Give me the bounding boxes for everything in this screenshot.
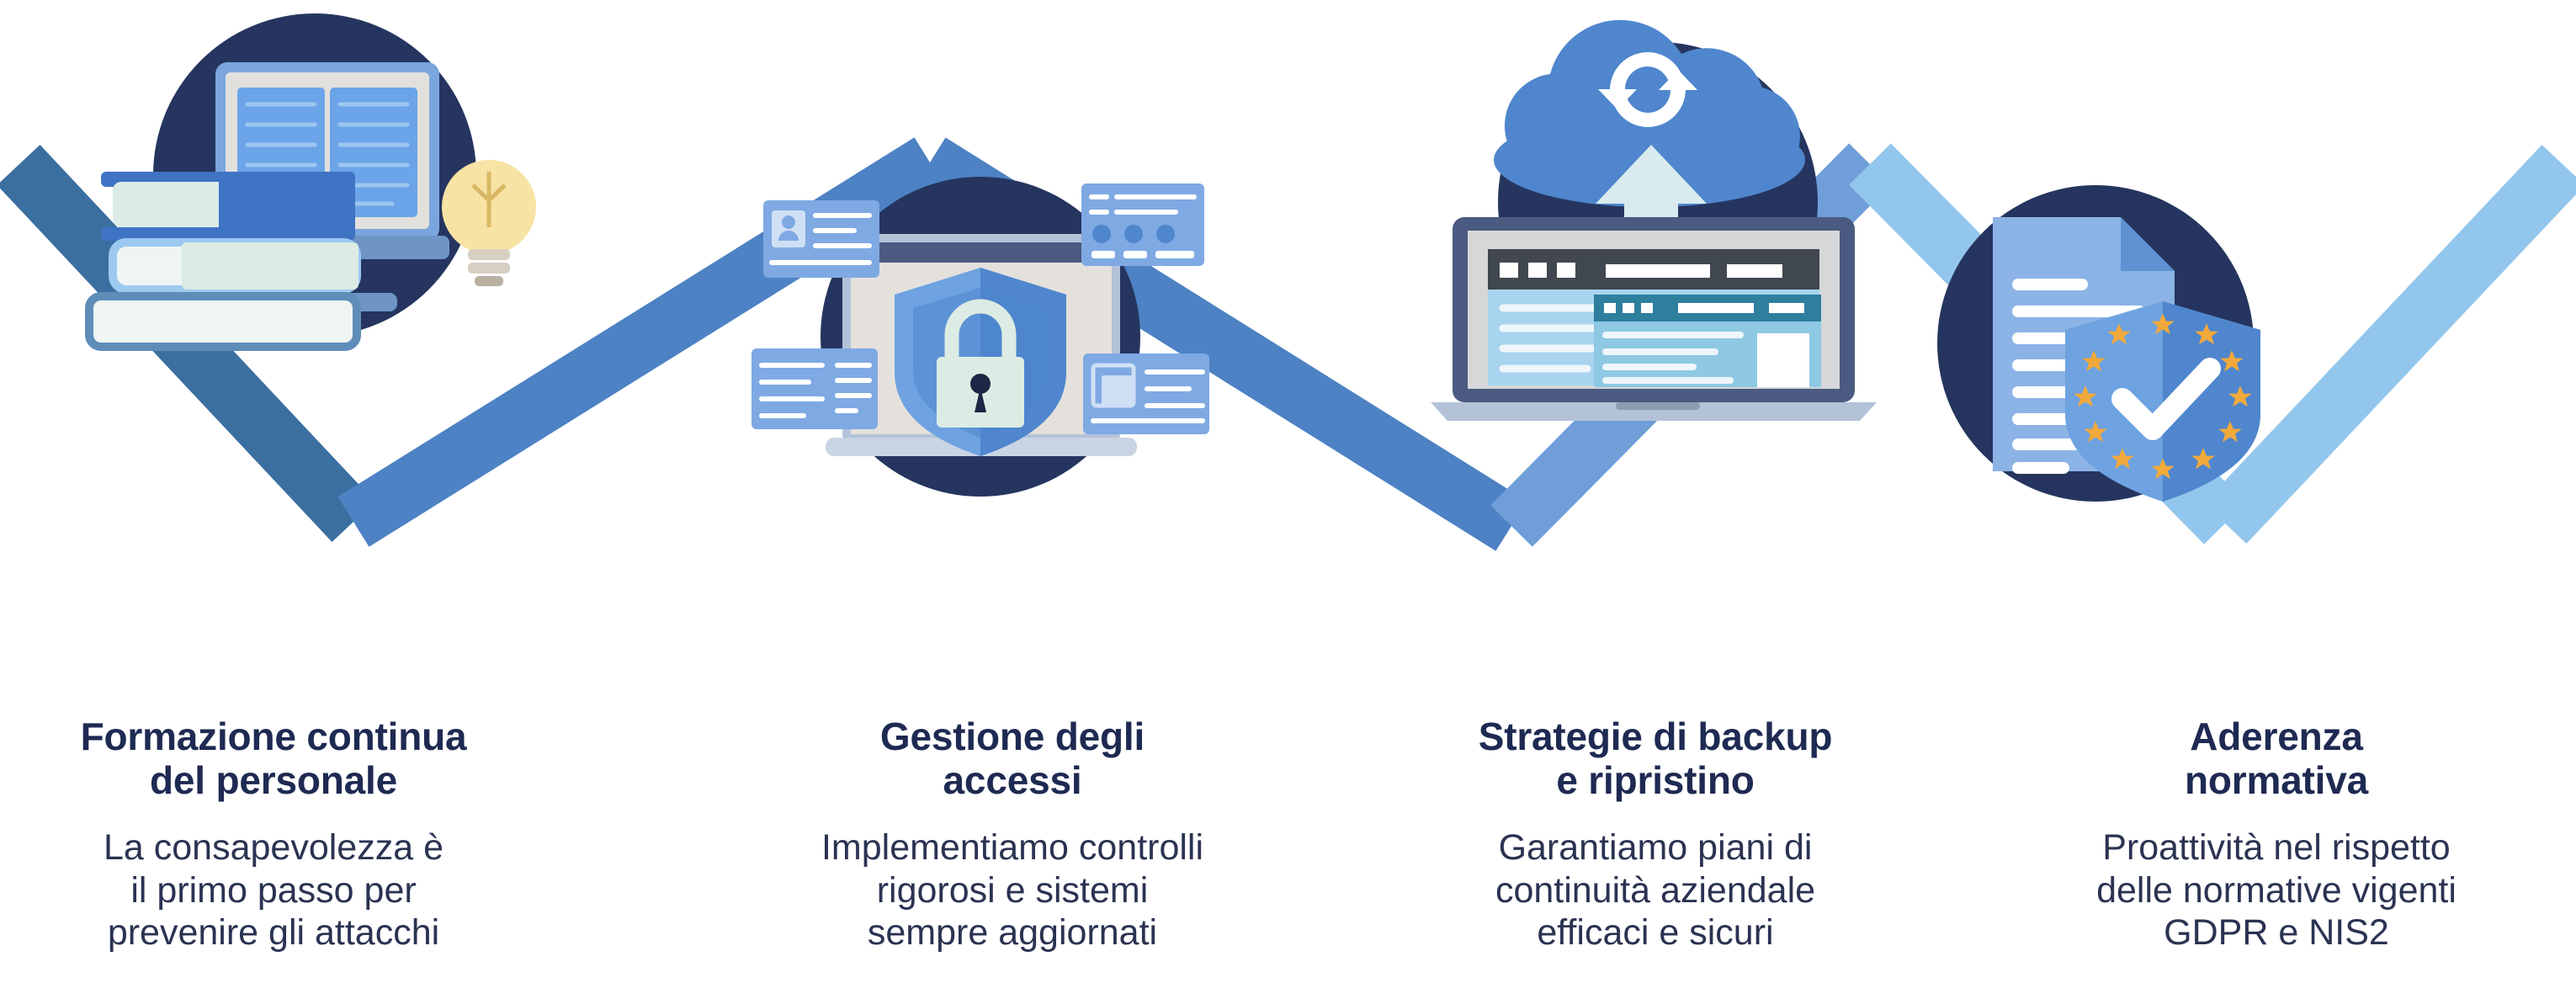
step-3-title-line-1: Strategie di backup bbox=[1478, 715, 1833, 758]
step-3-body-line-2: continuità aziendale bbox=[1495, 869, 1816, 911]
step-2-description: Implementiamo controlli rigorosi e siste… bbox=[718, 826, 1307, 954]
step-4-body-line-1: Proattività nel rispetto bbox=[2102, 826, 2451, 868]
step-1-text-block: Formazione continua del personale La con… bbox=[0, 715, 568, 954]
step-4-title: Aderenza normativa bbox=[1982, 715, 2571, 803]
step-4-text-block: Aderenza normativa Proattività nel rispe… bbox=[1982, 715, 2571, 954]
step-1-body-line-2: il primo passo per bbox=[130, 869, 417, 911]
illustration-training bbox=[85, 13, 536, 351]
floating-card-top-left bbox=[763, 200, 879, 278]
step-4-body-line-3: GDPR e NIS2 bbox=[2164, 912, 2389, 954]
books-stack-icon bbox=[85, 172, 361, 351]
step-2-title-line-1: Gestione degli bbox=[879, 715, 1145, 758]
lightbulb-icon bbox=[442, 160, 536, 286]
step-3-body-line-3: efficaci e sicuri bbox=[1537, 912, 1774, 954]
illustration-backup-restore bbox=[1431, 19, 1877, 421]
step-2-title: Gestione degli accessi bbox=[718, 715, 1307, 803]
step-1-title: Formazione continua del personale bbox=[0, 715, 568, 803]
step-4-title-line-2: normativa bbox=[2184, 757, 2369, 802]
step-2-text-block: Gestione degli accessi Implementiamo con… bbox=[718, 715, 1307, 954]
eu-compliance-shield-icon bbox=[2065, 301, 2260, 502]
step-1-body-line-3: prevenire gli attacchi bbox=[107, 912, 440, 954]
zig-segment-6 bbox=[2203, 144, 2576, 545]
eu-stars-group bbox=[2074, 313, 2252, 480]
step-1-body-line-1: La consapevolezza è bbox=[103, 826, 443, 868]
step-1-description: La consapevolezza è il primo passo per p… bbox=[0, 826, 568, 954]
floating-card-bottom-left bbox=[752, 348, 878, 429]
upload-arrow-icon bbox=[1596, 145, 1707, 261]
illustration-regulatory-compliance bbox=[1937, 185, 2260, 502]
step-3-description: Garantiamo piani di continuità aziendale… bbox=[1361, 826, 1950, 954]
floating-card-bottom-right bbox=[1083, 353, 1209, 434]
step-3-title: Strategie di backup e ripristino bbox=[1361, 715, 1950, 803]
step-1-title-line-1: Formazione continua bbox=[80, 715, 467, 758]
illustration-access-management bbox=[752, 177, 1209, 497]
step-4-body-line-2: delle normative vigenti bbox=[2096, 869, 2456, 911]
step-2-body-line-1: Implementiamo controlli bbox=[821, 826, 1204, 868]
floating-card-top-right bbox=[1081, 183, 1204, 266]
checkmark-icon bbox=[2111, 358, 2221, 440]
sync-arrows-icon bbox=[1598, 51, 1697, 127]
step-2-body-line-2: rigorosi e sistemi bbox=[876, 869, 1149, 911]
step-3-body-line-1: Garantiamo piani di bbox=[1498, 826, 1813, 868]
cloud-sync-icon bbox=[1494, 19, 1805, 261]
step-4-title-line-1: Aderenza bbox=[2190, 715, 2363, 758]
step-1-title-line-2: del personale bbox=[150, 757, 397, 802]
laptop-browser-icon bbox=[1431, 217, 1877, 421]
step-3-text-block: Strategie di backup e ripristino Garanti… bbox=[1361, 715, 1950, 954]
shield-padlock-icon bbox=[895, 268, 1066, 456]
step-4-description: Proattività nel rispetto delle normative… bbox=[1982, 826, 2571, 954]
step-2-body-line-3: sempre aggiornati bbox=[867, 912, 1158, 954]
step-2-title-line-2: accessi bbox=[943, 757, 1082, 802]
step-3-title-line-2: e ripristino bbox=[1556, 757, 1755, 802]
